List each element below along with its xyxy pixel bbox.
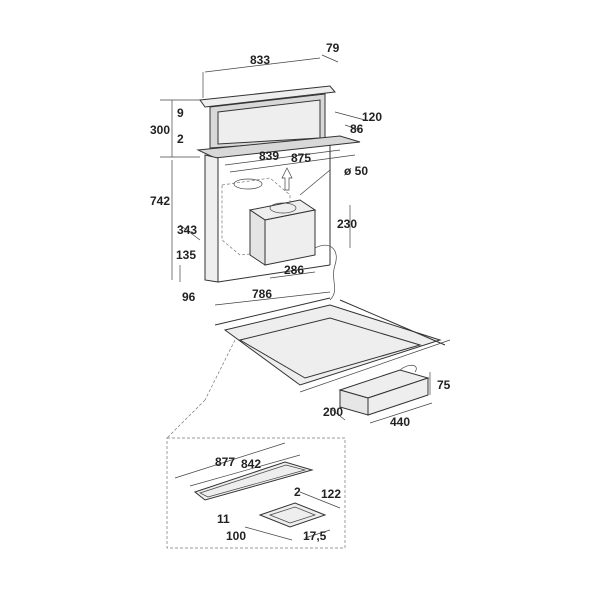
label-box-depth: 200 <box>323 405 343 419</box>
label-width-outer: 875 <box>291 151 311 165</box>
label-total-height: 742 <box>150 194 170 208</box>
label-top-lip: 9 <box>177 106 184 120</box>
label-bottom-depth: 96 <box>182 290 196 304</box>
control-box <box>338 364 430 416</box>
label-gap: 2 <box>177 132 184 146</box>
label-cutout-lip: 17,5 <box>303 529 327 543</box>
label-cutout-inner-depth: 100 <box>226 529 246 543</box>
label-body-width: 786 <box>252 287 272 301</box>
label-depth-top: 79 <box>326 41 340 55</box>
label-cutout-outer-width: 877 <box>215 455 235 469</box>
label-cutout-gap: 2 <box>294 485 301 499</box>
hood-top-panel <box>199 85 336 152</box>
hood-base-lip <box>196 135 361 159</box>
label-depth-outer: 120 <box>362 110 382 124</box>
motor-box <box>248 199 337 301</box>
label-motor-depth: 343 <box>177 223 197 237</box>
dimension-lines <box>160 54 433 439</box>
label-width-inner: 839 <box>259 149 279 163</box>
label-cutout-depth: 122 <box>321 487 341 501</box>
label-box-width: 440 <box>390 415 410 429</box>
label-box-height: 75 <box>437 378 451 392</box>
label-motor-width: 286 <box>284 263 304 277</box>
label-depth-inner: 86 <box>350 122 364 136</box>
label-motor-height: 230 <box>337 217 357 231</box>
label-bottom-offset: 135 <box>176 248 196 262</box>
cooktop <box>214 297 451 393</box>
label-rise-height: 300 <box>150 123 170 137</box>
label-width-top: 833 <box>250 53 270 67</box>
label-cutout-frame: 11 <box>217 512 230 526</box>
label-outlet-diameter: ø 50 <box>344 164 368 178</box>
hood-body <box>204 145 331 283</box>
cutout-detail-frame <box>166 437 346 549</box>
label-cutout-inner-width: 842 <box>241 457 261 471</box>
dimension-labels: 833 79 9 300 2 120 86 839 875 ø 50 742 3… <box>150 41 451 543</box>
